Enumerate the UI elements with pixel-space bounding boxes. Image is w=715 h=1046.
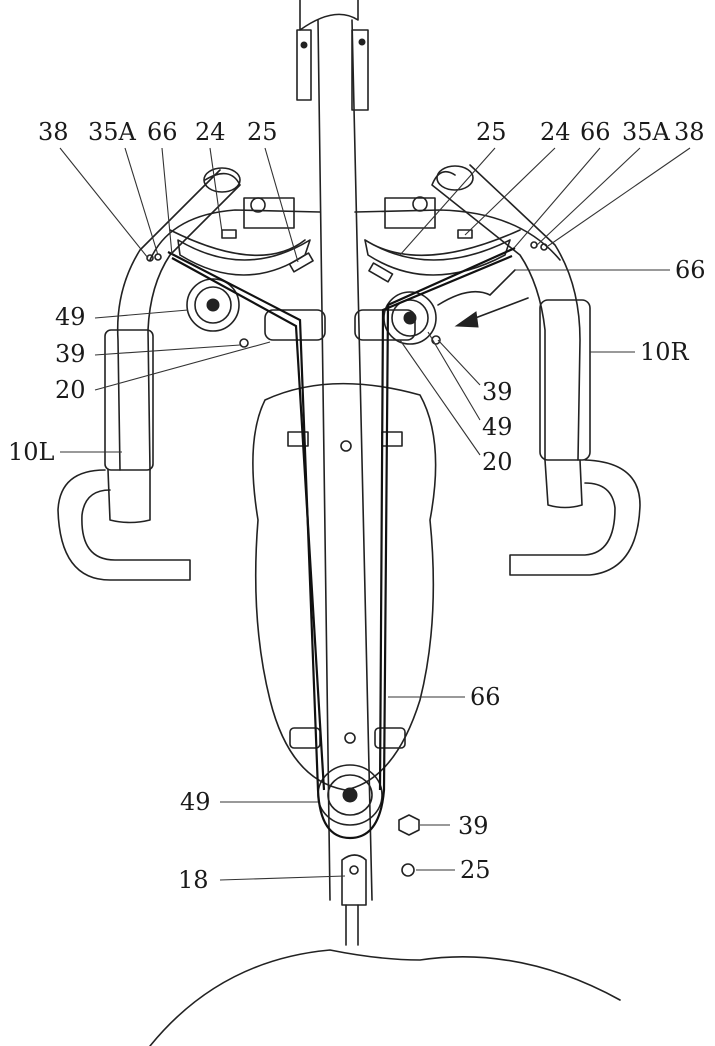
upper-left-pulley [186,278,240,332]
callout-18: 18 [178,866,209,894]
leader-lines [59,147,691,881]
upper-crossbar [149,196,561,261]
callout-66-right-top: 66 [580,118,611,146]
callout-20-right: 20 [482,448,513,476]
callout-38-right: 38 [674,118,705,146]
callout-20-left: 20 [55,376,86,404]
seat-pad [252,382,437,791]
callout-24-left: 24 [195,118,226,146]
pulley-brackets [177,239,511,341]
hardware [146,229,548,877]
callout-49-bottom: 49 [180,788,211,816]
callout-10l: 10L [8,438,55,466]
callout-49-right: 49 [482,413,513,441]
callout-39-right: 39 [482,378,513,406]
cable [167,246,516,840]
callout-39-bottom: 39 [458,812,489,840]
frame-base [149,949,621,1046]
left-handle-arm [57,167,241,581]
callout-35a-left: 35A [88,118,136,146]
callout-39-left: 39 [55,340,86,368]
callout-25-right: 25 [476,118,507,146]
center-column [296,0,373,901]
lower-pulley [317,764,383,826]
direction-arrow [454,297,529,328]
callout-25-left: 25 [247,118,278,146]
callout-66-left: 66 [147,118,178,146]
callout-24-right: 24 [540,118,571,146]
right-handle-arm [431,164,641,576]
callout-10r: 10R [640,338,689,366]
callout-49-left: 49 [55,303,86,331]
callout-66-center: 66 [470,683,501,711]
bottom-bracket [341,854,367,946]
callout-66-right: 66 [675,256,706,284]
callout-35a-right: 35A [622,118,670,146]
callout-38-left: 38 [38,118,69,146]
callout-25-bottom: 25 [460,856,491,884]
